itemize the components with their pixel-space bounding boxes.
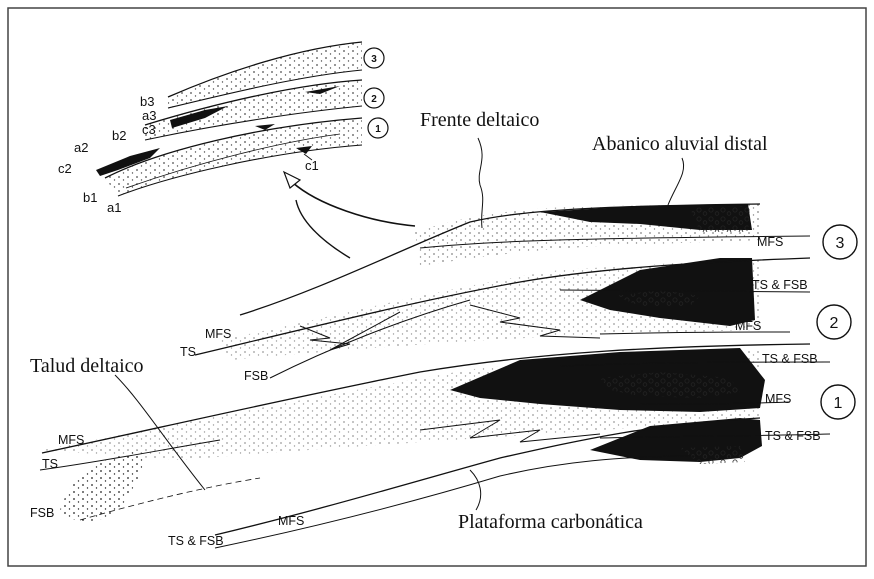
sequence-2-label: 2 [830, 315, 839, 332]
inset-label-c2: c2 [58, 161, 72, 176]
surface-label-mfs-1: MFS [765, 392, 791, 406]
label-plataforma-carbonatica: Plataforma carbonática [458, 511, 643, 533]
inset-label-b2: b2 [112, 128, 126, 143]
inset-sequence-2-label: 2 [371, 94, 377, 105]
surface-label-mfs-upper: MFS [205, 327, 231, 341]
inset-label-a2: a2 [74, 140, 88, 155]
inset-label-b3: b3 [140, 94, 154, 109]
sequence-3-label: 3 [836, 235, 845, 252]
surface-label-fsb-talud: FSB [30, 506, 54, 520]
frente-leader [478, 138, 483, 228]
surface-label-ts-fsb-platform: TS & FSB [168, 534, 224, 548]
seq3-gravel [690, 206, 750, 232]
surface-label-mfs-platform: MFS [278, 514, 304, 528]
label-frente-deltaico: Frente deltaico [420, 109, 539, 131]
label-abanico-aluvial-distal: Abanico aluvial distal [592, 133, 768, 155]
surface-label-ts-fsb-3: TS & FSB [752, 278, 808, 292]
label-talud-deltaico: Talud deltaico [30, 355, 144, 377]
plataforma-leader [470, 470, 481, 510]
surface-label-ts-upper: TS [180, 345, 196, 359]
curved-arrow [292, 182, 415, 226]
surface-label-ts-fsb-1: TS & FSB [765, 429, 821, 443]
inset-sequence-1-label: 1 [375, 124, 381, 135]
abanico-leader [668, 158, 684, 205]
sequence-1-label: 1 [834, 395, 843, 412]
surface-label-ts-fsb-2: TS & FSB [762, 352, 818, 366]
inset-label-a1: a1 [107, 200, 121, 215]
inset-label-a3: a3 [142, 108, 156, 123]
surface-label-ts-talud: TS [42, 457, 58, 471]
inset-label-c3: c3 [142, 122, 156, 137]
inset-sequence-3-label: 3 [371, 54, 377, 65]
inset-diagram: 3 2 1 b3 a3 c3 b2 a2 c2 b1 a1 c1 [58, 42, 388, 215]
surface-label-mfs-2: MFS [735, 319, 761, 333]
surface-label-mfs-3: MFS [757, 235, 783, 249]
inset-label-b1: b1 [83, 190, 97, 205]
inset-label-c1: c1 [305, 158, 319, 173]
surface-label-mfs-talud: MFS [58, 433, 84, 447]
surface-label-fsb-upper: FSB [244, 369, 268, 383]
